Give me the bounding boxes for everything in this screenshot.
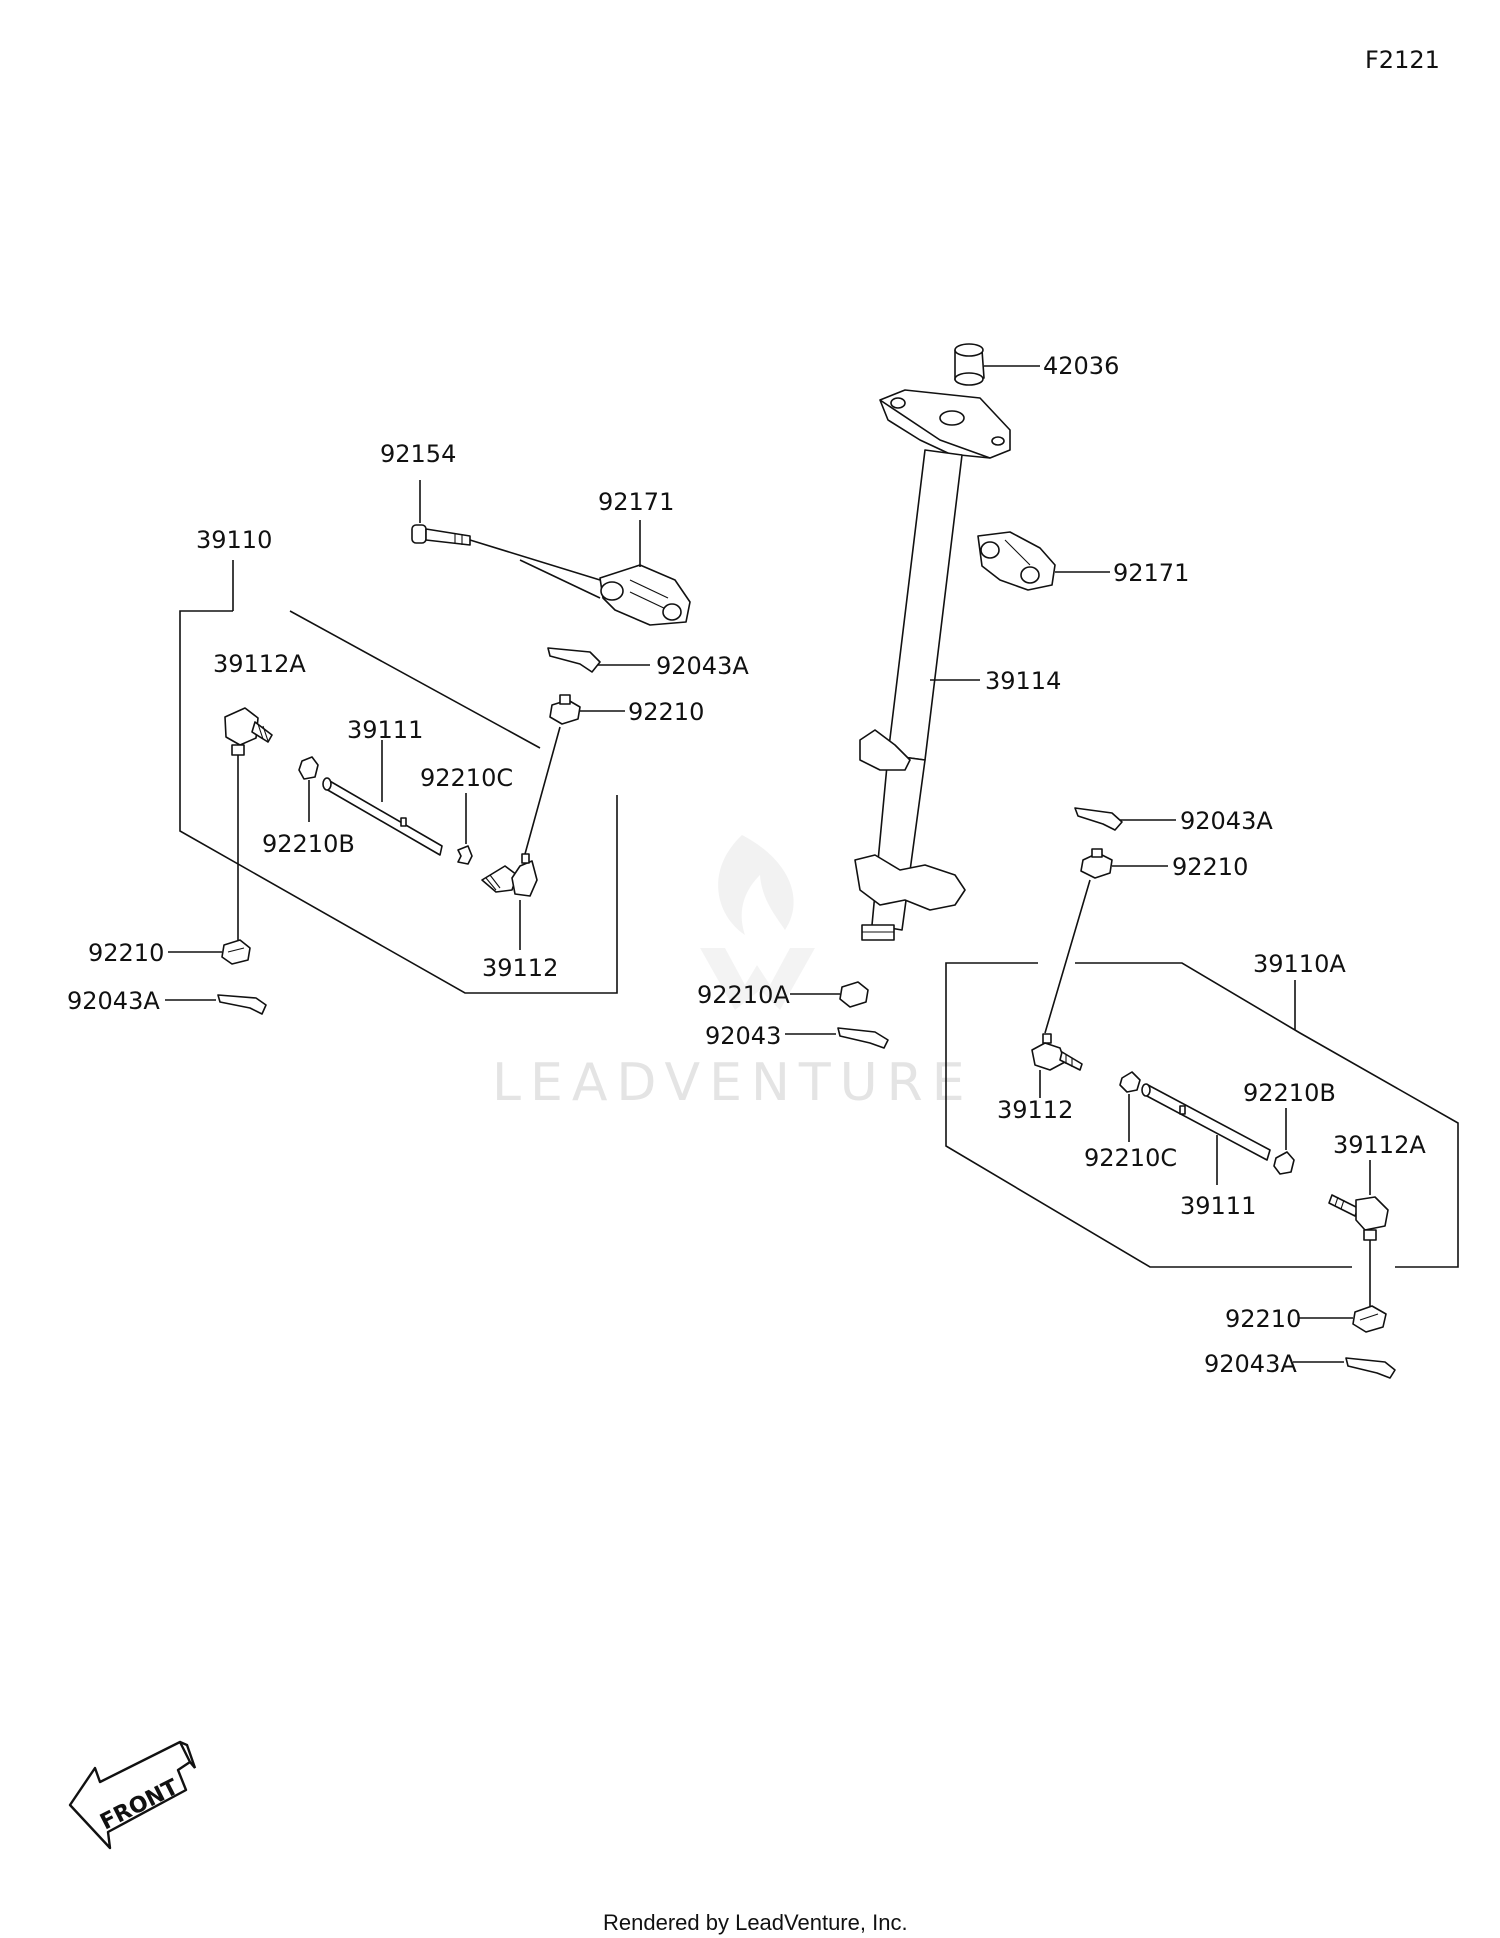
castle-nut-92210-left [221,939,251,965]
diagram-code: F2121 [1365,46,1440,74]
nut-92210b-right [1273,1151,1295,1175]
label-92171-right: 92171 [1113,559,1189,587]
watermark-text: LEADVENTURE [492,1053,974,1113]
label-92043a-top: 92043A [656,652,749,680]
label-39112a-left: 39112A [213,650,306,678]
label-92210-mid: 92210 [1172,853,1248,881]
castle-nut-92210-mid [1080,848,1113,879]
label-92043a-right: 92043A [1204,1350,1297,1378]
label-39112a-right: 39112A [1333,1131,1426,1159]
handlebar-clamp-92171-left [599,564,691,626]
label-39111-left: 39111 [347,716,423,744]
tie-rod-39111-right [1141,1083,1271,1161]
label-92210c-left: 92210C [420,764,513,792]
label-92210b-left: 92210B [262,830,355,858]
steering-shaft-39114 [854,389,1011,941]
label-92043a-left: 92043A [67,987,160,1015]
tie-rod-end-39112a-right [1328,1194,1389,1241]
cotter-pin-92043 [837,1027,889,1049]
bushing-42036 [954,343,985,386]
label-39114: 39114 [985,667,1061,695]
nut-92210c-left [457,845,473,865]
tie-rod-assembly-right [945,807,1459,1268]
label-92210-left: 92210 [88,939,164,967]
label-39111-right: 39111 [1180,1192,1256,1220]
handlebar-clamp-92171-right [977,531,1056,591]
cotter-pin-92043a-mid [1074,807,1123,831]
nut-92210b-left [298,756,319,780]
label-92043a-mid: 92043A [1180,807,1273,835]
label-92210-right: 92210 [1225,1305,1301,1333]
tie-rod-assembly-left [165,560,650,1015]
tie-rod-end-39112-left [481,853,538,897]
cotter-pin-92043a-left [217,994,267,1015]
front-arrow-icon: FRONT [68,1740,197,1850]
nut-92210c-right [1119,1071,1141,1093]
tie-rod-39111-left [322,777,443,856]
label-92154: 92154 [380,440,456,468]
label-39112-left: 39112 [482,954,558,982]
label-39112-right: 39112 [997,1096,1073,1124]
watermark-logo [700,835,815,1010]
label-42036: 42036 [1043,352,1119,380]
label-39110a: 39110A [1253,950,1346,978]
cotter-pin-92043a-right [1345,1357,1396,1379]
label-92210b-right: 92210B [1243,1079,1336,1107]
cotter-pin-92043a-top [547,647,601,673]
castle-nut-92210-right [1352,1305,1387,1333]
castle-nut-92210-top [549,694,581,725]
label-92210a: 92210A [697,981,790,1009]
nut-92210a [839,981,869,1008]
label-92171-left: 92171 [598,488,674,516]
bolt-92154 [411,524,471,546]
footer-credit: Rendered by LeadVenture, Inc. [603,1910,908,1935]
label-92043: 92043 [705,1022,781,1050]
label-92210c-right: 92210C [1084,1144,1177,1172]
tie-rod-end-39112a-left [224,707,273,756]
tie-rod-end-39112-right [1031,1033,1083,1071]
label-92210-top: 92210 [628,698,704,726]
label-39110: 39110 [196,526,272,554]
